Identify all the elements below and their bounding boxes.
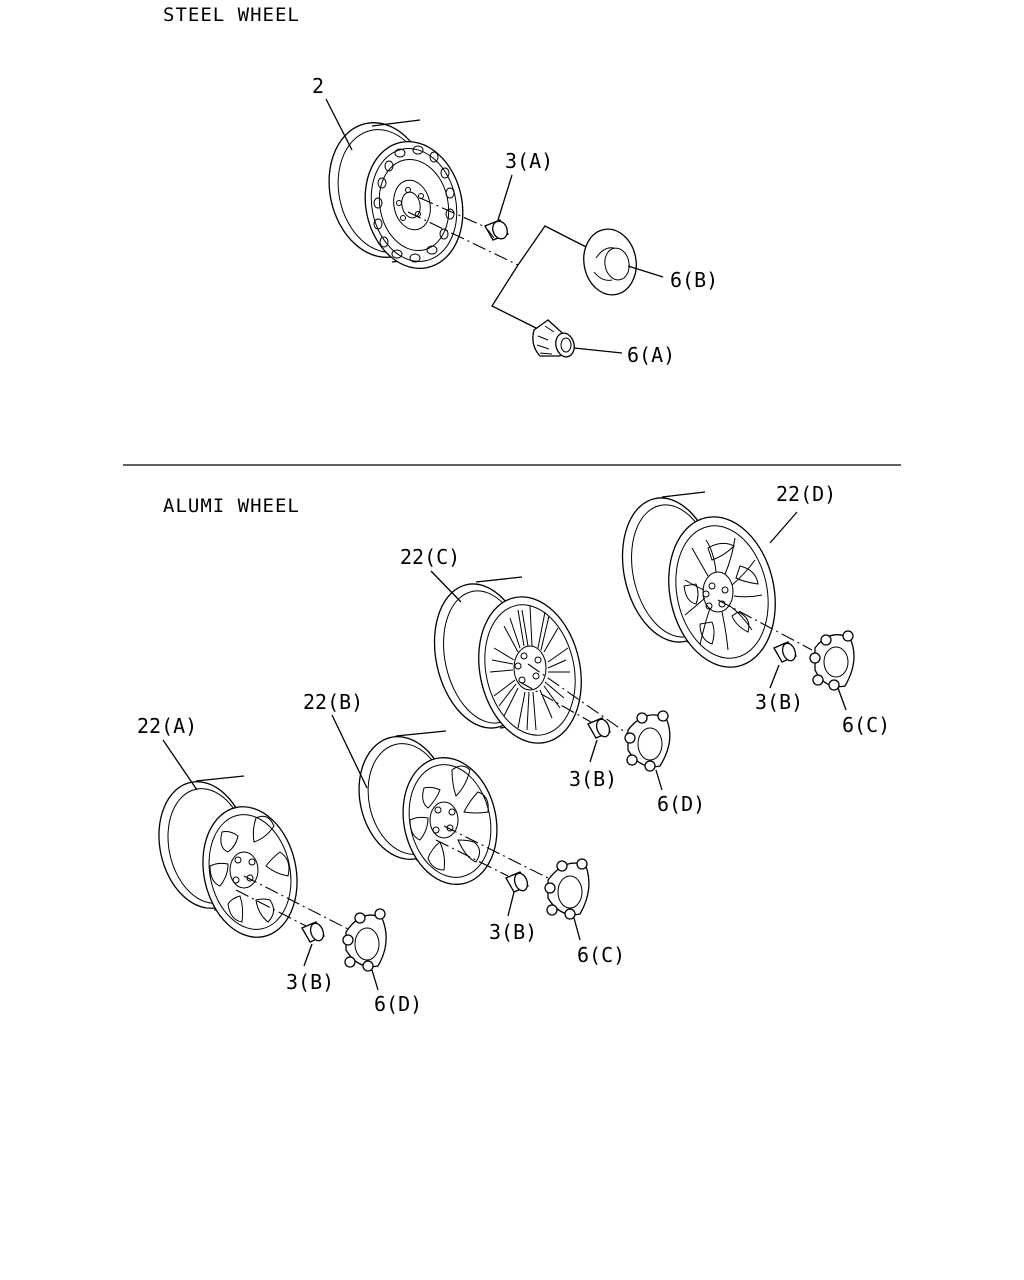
- alumi-nut-d: [773, 641, 797, 663]
- steel-wheel-cap-a: [532, 319, 575, 358]
- alumi-nut-c: [587, 717, 611, 739]
- label-wheel-2: 2: [312, 74, 324, 98]
- label-nut-c: 3(B): [569, 767, 617, 791]
- label-wheel-22c: 22(C): [400, 545, 460, 569]
- steel-wheel: [328, 119, 464, 270]
- label-cap-b: 6(C): [577, 943, 625, 967]
- label-nut-a: 3(B): [286, 970, 334, 994]
- label-wheel-22d: 22(D): [776, 482, 836, 506]
- label-cap-a: 6(D): [374, 992, 422, 1016]
- label-wheel-22a: 22(A): [137, 714, 197, 738]
- steel-wheel-section: STEEL WHEEL: [163, 4, 718, 367]
- alumi-wheel-section: ALUMI WHEEL: [137, 482, 890, 1016]
- label-wheel-22b: 22(B): [303, 690, 363, 714]
- steel-wheel-nut: [484, 219, 509, 241]
- alumi-nut-b: [505, 871, 529, 893]
- label-cap-d: 6(C): [842, 713, 890, 737]
- alumi-wheel-22a: [158, 775, 298, 938]
- alumi-nut-a: [301, 921, 325, 943]
- alumi-cap-a: [342, 908, 387, 972]
- label-cap-6b: 6(B): [670, 268, 718, 292]
- alumi-wheel-22b: [358, 730, 498, 885]
- alumi-cap-b: [544, 858, 590, 920]
- alumi-wheel-22c: [433, 576, 582, 744]
- alumi-wheel-22d: [621, 491, 776, 668]
- alumi-cap-c: [624, 710, 671, 772]
- steel-wheel-cap-b: [583, 228, 637, 296]
- label-cap-c: 6(D): [657, 792, 705, 816]
- label-nut-d: 3(B): [755, 690, 803, 714]
- alumi-cap-d: [809, 630, 855, 691]
- label-nut-b: 3(B): [489, 920, 537, 944]
- label-cap-6a: 6(A): [627, 343, 675, 367]
- alumi-wheel-title: ALUMI WHEEL: [163, 495, 300, 517]
- label-nut-3a: 3(A): [505, 149, 553, 173]
- steel-wheel-title: STEEL WHEEL: [163, 4, 300, 26]
